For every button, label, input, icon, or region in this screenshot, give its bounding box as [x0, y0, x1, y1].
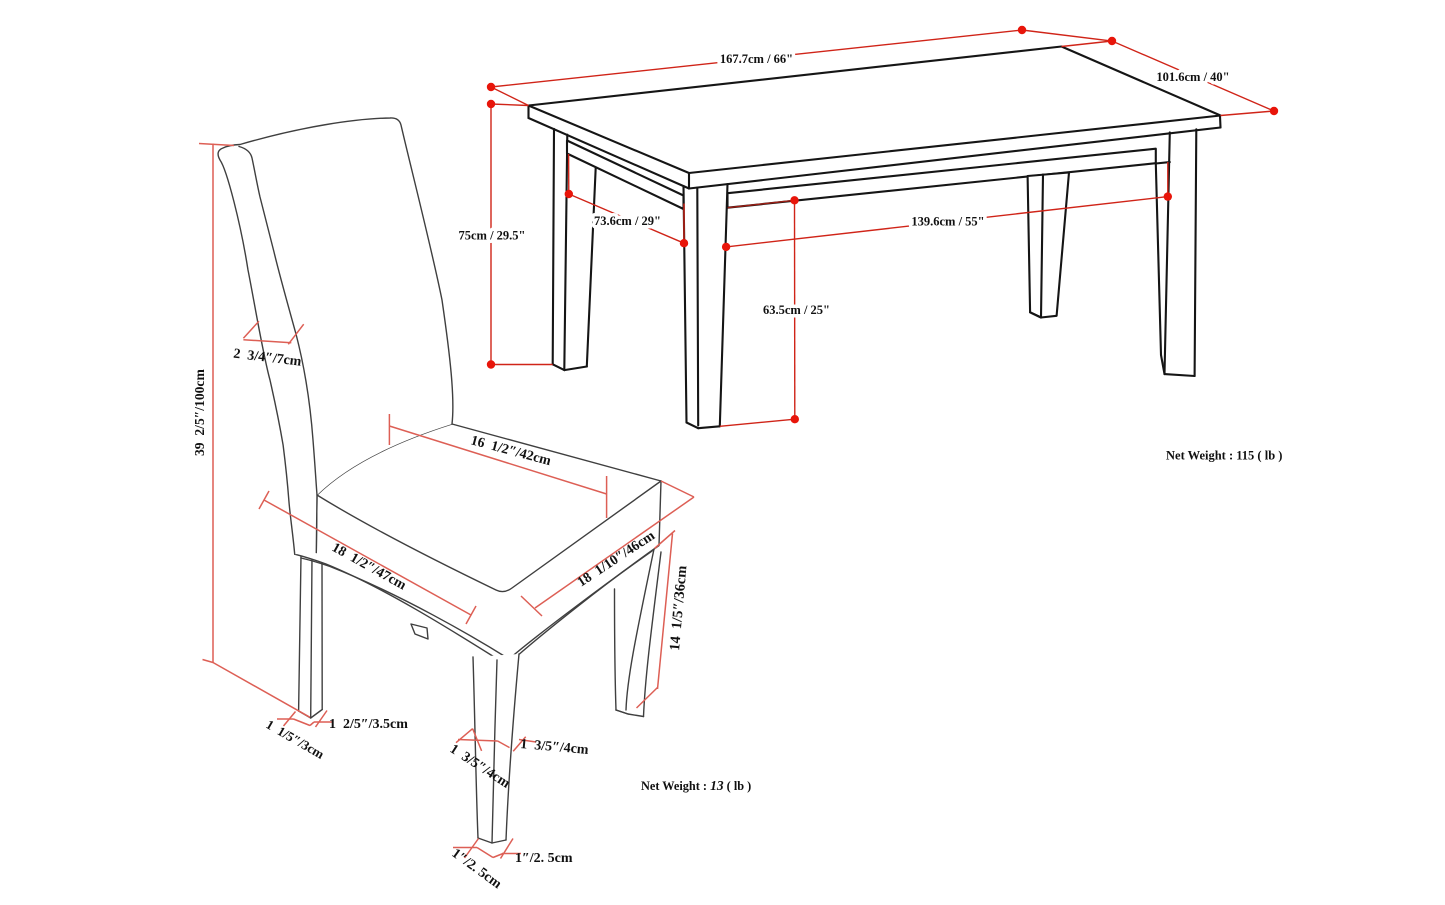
svg-text:1″/2. 5cm: 1″/2. 5cm — [515, 851, 573, 866]
svg-text:Net Weight : 13 ( lb ): Net Weight : 13 ( lb ) — [641, 778, 751, 793]
svg-text:Net Weight : 115 ( lb ): Net Weight : 115 ( lb ) — [1166, 449, 1282, 463]
svg-text:39 2/5″/100cm: 39 2/5″/100cm — [192, 369, 207, 456]
svg-text:73.6cm / 29": 73.6cm / 29" — [594, 214, 661, 228]
svg-text:1 3/5″/4cm: 1 3/5″/4cm — [520, 737, 590, 758]
svg-text:75cm / 29.5": 75cm / 29.5" — [459, 229, 526, 243]
svg-text:139.6cm / 55": 139.6cm / 55" — [911, 215, 984, 229]
svg-text:167.7cm / 66": 167.7cm / 66" — [720, 52, 793, 66]
svg-text:101.6cm / 40": 101.6cm / 40" — [1156, 70, 1229, 84]
svg-text:14 1/5″/36cm: 14 1/5″/36cm — [667, 565, 690, 651]
svg-text:63.5cm / 25": 63.5cm / 25" — [763, 303, 830, 317]
svg-text:1 2/5″/3.5cm: 1 2/5″/3.5cm — [329, 717, 408, 732]
